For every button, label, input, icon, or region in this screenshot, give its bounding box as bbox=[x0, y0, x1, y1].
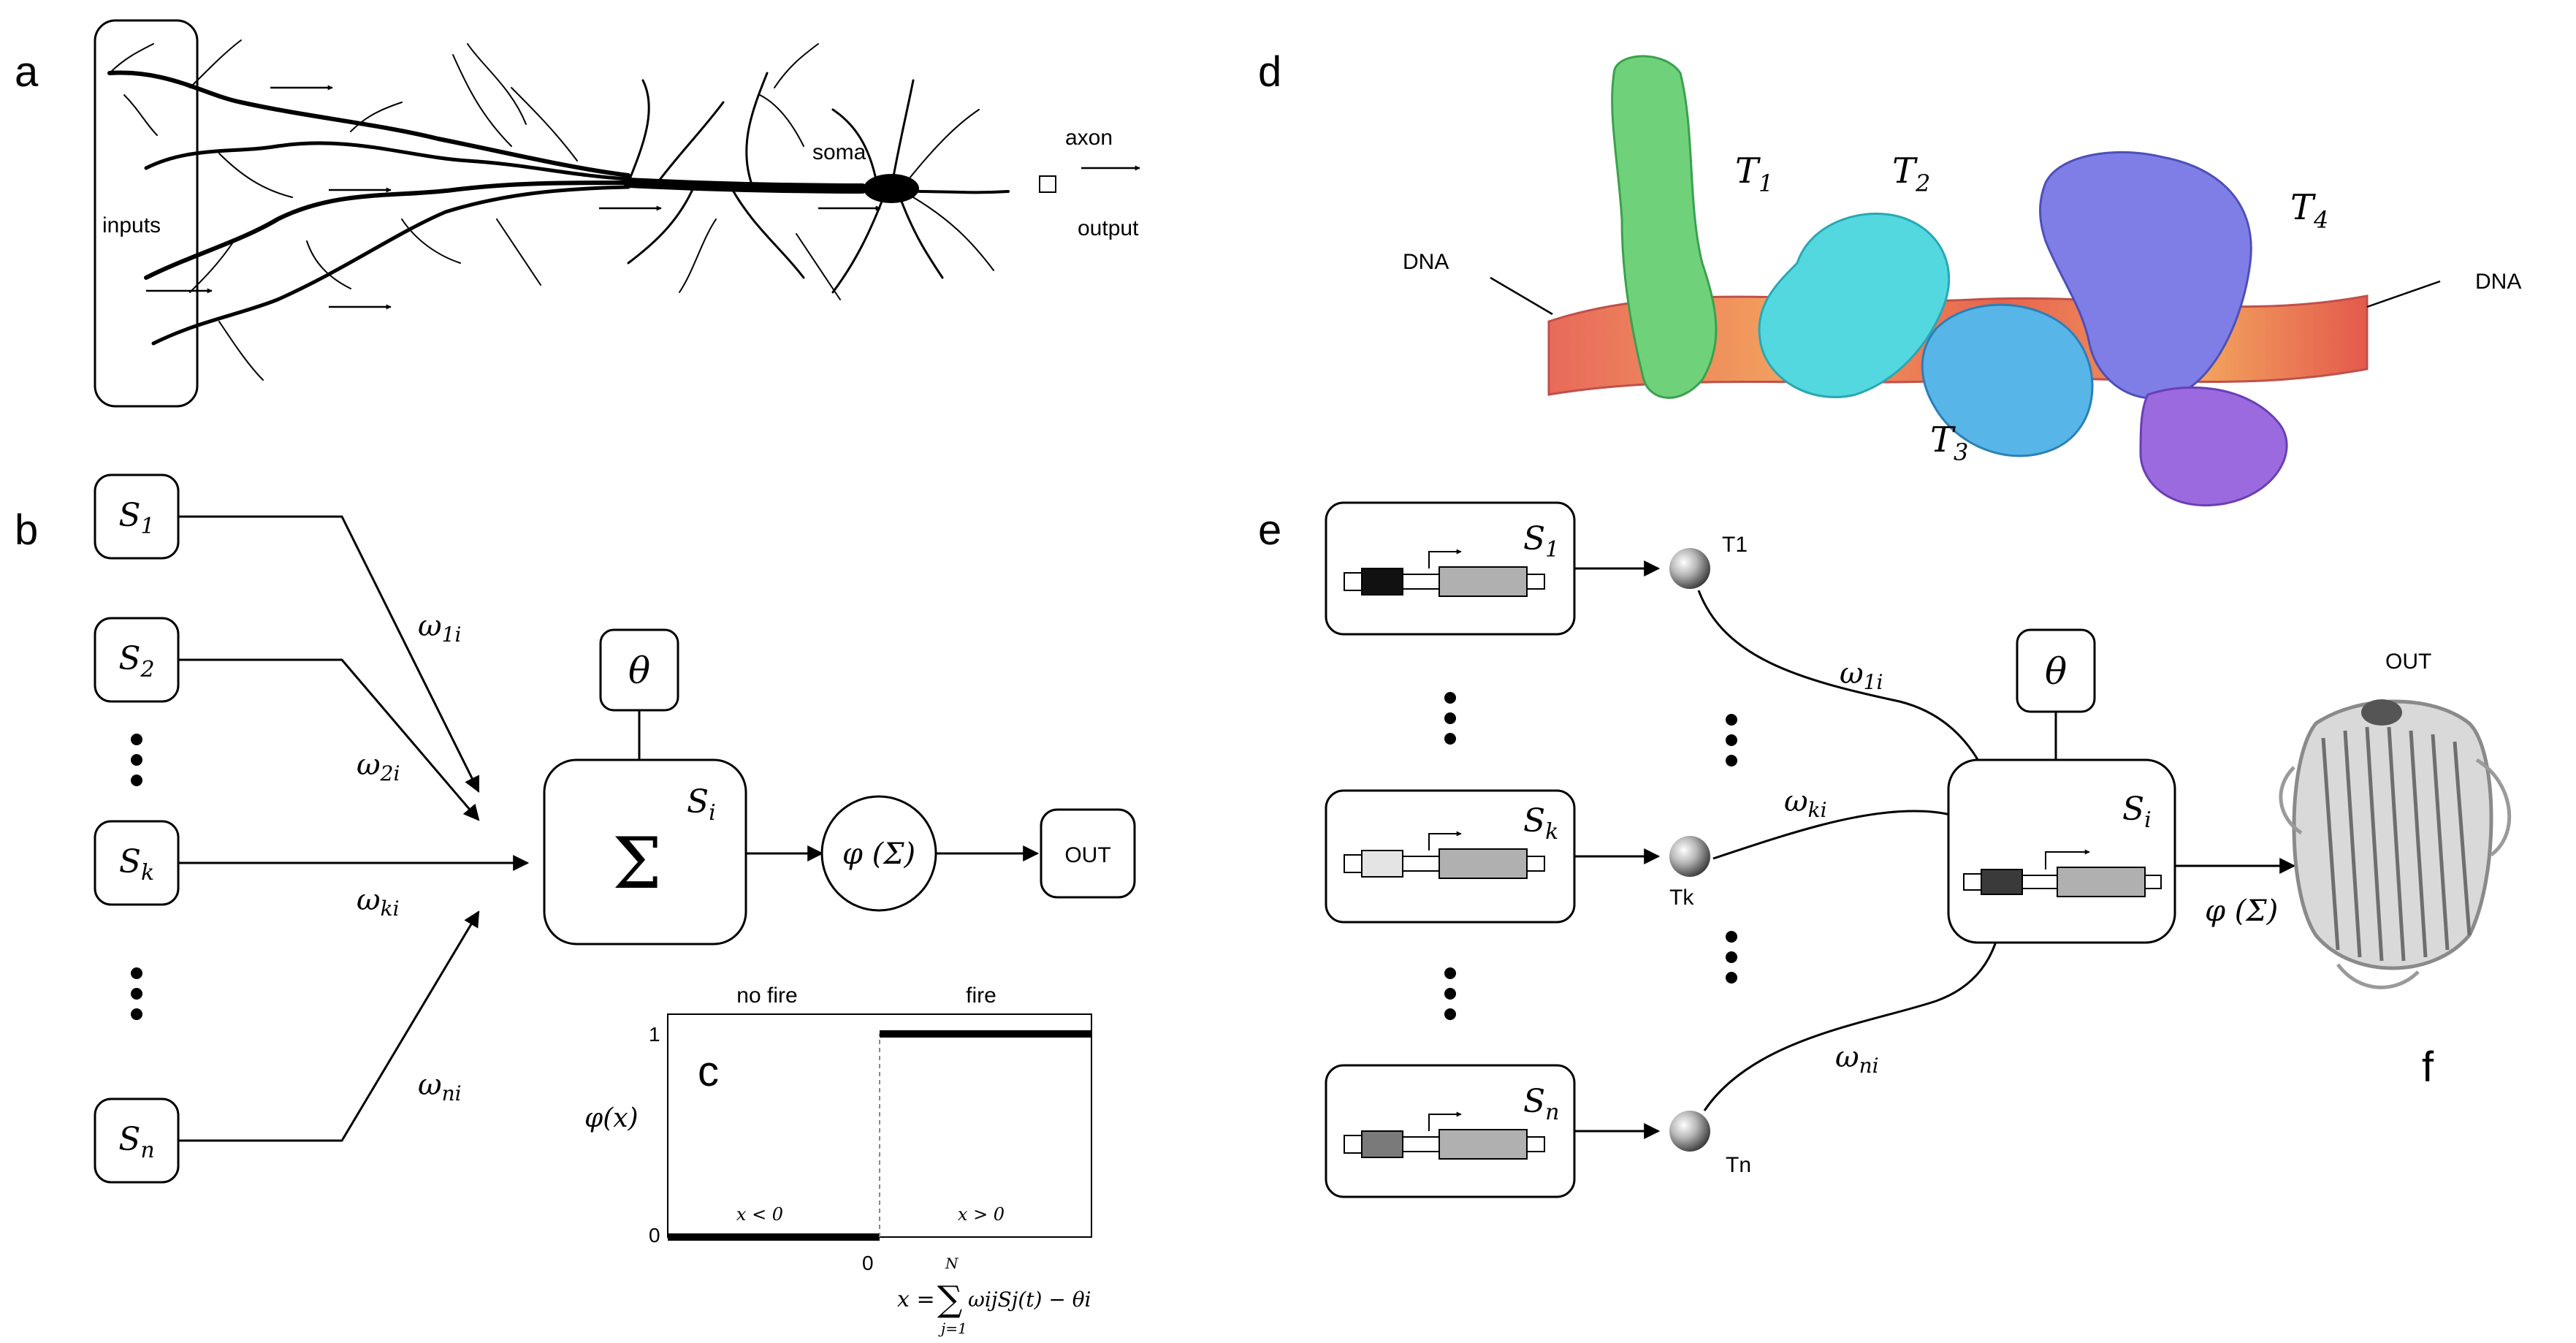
ellipsis-dots-e bbox=[1444, 692, 1737, 1020]
tf-node-tk bbox=[1669, 836, 1710, 877]
svg-text:∑: ∑ bbox=[937, 1279, 962, 1320]
threshold-formula: x = ∑ N j=1 ωijSj(t) − θi bbox=[897, 1255, 1091, 1337]
tf-node-label-tn: Tn bbox=[1726, 1153, 1751, 1177]
svg-text:N: N bbox=[945, 1255, 959, 1272]
panel-c: c no fire fire φ(x) 1 0 0 x < 0 x > 0 x … bbox=[584, 984, 1092, 1337]
no-fire-label: no fire bbox=[736, 984, 797, 1008]
transcription-factor-t3 bbox=[1921, 303, 2094, 457]
promoter-box-sk: Sk bbox=[1325, 789, 1576, 924]
output-protein-structure bbox=[2279, 699, 2512, 989]
panel-letter-f: f bbox=[2422, 1043, 2434, 1091]
expression-arrows bbox=[1574, 560, 1661, 1139]
svg-text:S1: S1 bbox=[118, 497, 154, 539]
panel-f: OUT f bbox=[2279, 650, 2512, 1091]
promoter-label-sk: Sk bbox=[1523, 802, 1558, 845]
promoter-box-sn: Sn bbox=[1325, 1064, 1576, 1198]
svg-text:θ: θ bbox=[628, 650, 650, 692]
input-node-s1: S1 bbox=[94, 473, 180, 560]
sum-symbol: Σ bbox=[612, 823, 662, 905]
tf-label-t4: T4 bbox=[2290, 187, 2328, 234]
y-tick-1: 1 bbox=[649, 1023, 660, 1046]
connection-ni bbox=[178, 910, 480, 1142]
y-axis-label: φ(x) bbox=[584, 1103, 639, 1133]
dna-pointer-lines bbox=[1490, 276, 2441, 316]
edge-label-1i: ω1i bbox=[1840, 657, 1883, 694]
threshold-box-e: θ bbox=[2016, 628, 2096, 713]
tf-node-tn bbox=[1669, 1111, 1710, 1152]
flow-arrows bbox=[146, 85, 1140, 310]
tf-node-label-tk: Tk bbox=[1669, 886, 1694, 910]
neuron-si-label: Si bbox=[687, 783, 716, 826]
svg-text:x =: x = bbox=[897, 1287, 935, 1312]
promoter-box-s1: S1 bbox=[1325, 501, 1576, 636]
summation-neuron: Σ Si bbox=[543, 758, 747, 946]
weight-label-1i: ω1i bbox=[418, 609, 461, 647]
ellipsis-dots bbox=[131, 734, 142, 1020]
target-gene-box: Si bbox=[1947, 758, 2176, 944]
panel-a: a inputs bbox=[15, 19, 1140, 408]
out-box: OUT bbox=[1040, 808, 1136, 899]
soma-label: soma bbox=[812, 140, 866, 164]
svg-text:S2: S2 bbox=[118, 640, 154, 682]
panel-e: e S1 Sk bbox=[1258, 501, 2296, 1198]
panel-letter-c: c bbox=[698, 1048, 719, 1095]
inputs-label: inputs bbox=[102, 213, 161, 237]
panel-letter-b: b bbox=[15, 506, 38, 554]
input-node-sk: Sk bbox=[94, 820, 180, 906]
input-node-s2: S2 bbox=[94, 617, 180, 703]
svg-text:ωijSj(t) − θi: ωijSj(t) − θi bbox=[968, 1287, 1091, 1312]
transcription-factor-t2 bbox=[1758, 213, 1951, 398]
transcription-factor-t1 bbox=[1611, 55, 1718, 399]
panel-letter-e: e bbox=[1258, 506, 1281, 554]
weight-label-ni: ωni bbox=[418, 1068, 462, 1106]
tf-node-t1 bbox=[1669, 548, 1710, 589]
promoter-label-sn: Sn bbox=[1523, 1083, 1559, 1125]
svg-text:OUT: OUT bbox=[1064, 843, 1110, 867]
svg-text:j=1: j=1 bbox=[938, 1320, 967, 1337]
tf-node-label-t1: T1 bbox=[1722, 533, 1748, 557]
promoter-label-s1: S1 bbox=[1523, 520, 1559, 563]
axon-terminal-box bbox=[1039, 175, 1056, 193]
svg-text:Sk: Sk bbox=[119, 843, 154, 886]
panel-letter-a: a bbox=[15, 48, 39, 96]
panel-d: d DNA DNA T1 T2 T3 T4 bbox=[1258, 48, 2521, 506]
right-region-label: x > 0 bbox=[958, 1204, 1005, 1225]
out-protein-label: OUT bbox=[2385, 650, 2431, 674]
panel-b: b S1 S2 Sk Sn ω1i ω2i ωki bbox=[15, 473, 1136, 1184]
dna-label-left: DNA bbox=[1403, 250, 1449, 274]
transcription-factor-t4 bbox=[2039, 151, 2288, 506]
weight-connections bbox=[178, 515, 530, 1142]
tf-label-t2: T2 bbox=[1892, 151, 1930, 197]
activation-node: φ (Σ) bbox=[820, 795, 937, 912]
dna-label-right: DNA bbox=[2475, 270, 2521, 294]
panel-letter-d: d bbox=[1258, 48, 1281, 96]
svg-text:θ: θ bbox=[2045, 650, 2067, 693]
y-tick-0: 0 bbox=[649, 1224, 660, 1247]
activation-label-e: φ (Σ) bbox=[2205, 894, 2278, 928]
fire-label: fire bbox=[966, 984, 997, 1008]
tf-label-t3: T3 bbox=[1930, 419, 1968, 466]
output-label: output bbox=[1078, 216, 1139, 240]
x-tick-0: 0 bbox=[862, 1252, 874, 1274]
inputs-box bbox=[94, 19, 199, 408]
step-function bbox=[668, 1030, 1091, 1241]
input-node-sn: Sn bbox=[94, 1097, 180, 1184]
edge-label-ni: ωni bbox=[1835, 1040, 1879, 1078]
threshold-box: θ bbox=[599, 628, 679, 712]
target-label-si: Si bbox=[2122, 791, 2152, 833]
left-region-label: x < 0 bbox=[736, 1204, 783, 1225]
connection-2i bbox=[178, 658, 480, 821]
weight-label-ki: ωki bbox=[357, 883, 400, 921]
svg-text:Sn: Sn bbox=[118, 1121, 154, 1163]
neuron-drawing bbox=[107, 39, 1010, 381]
edge-label-ki: ωki bbox=[1784, 785, 1827, 822]
svg-text:φ (Σ): φ (Σ) bbox=[842, 837, 915, 871]
weight-label-2i: ω2i bbox=[357, 748, 400, 785]
tf-label-t1: T1 bbox=[1735, 151, 1773, 197]
connection-1i bbox=[178, 515, 480, 793]
axon-label: axon bbox=[1065, 126, 1113, 150]
